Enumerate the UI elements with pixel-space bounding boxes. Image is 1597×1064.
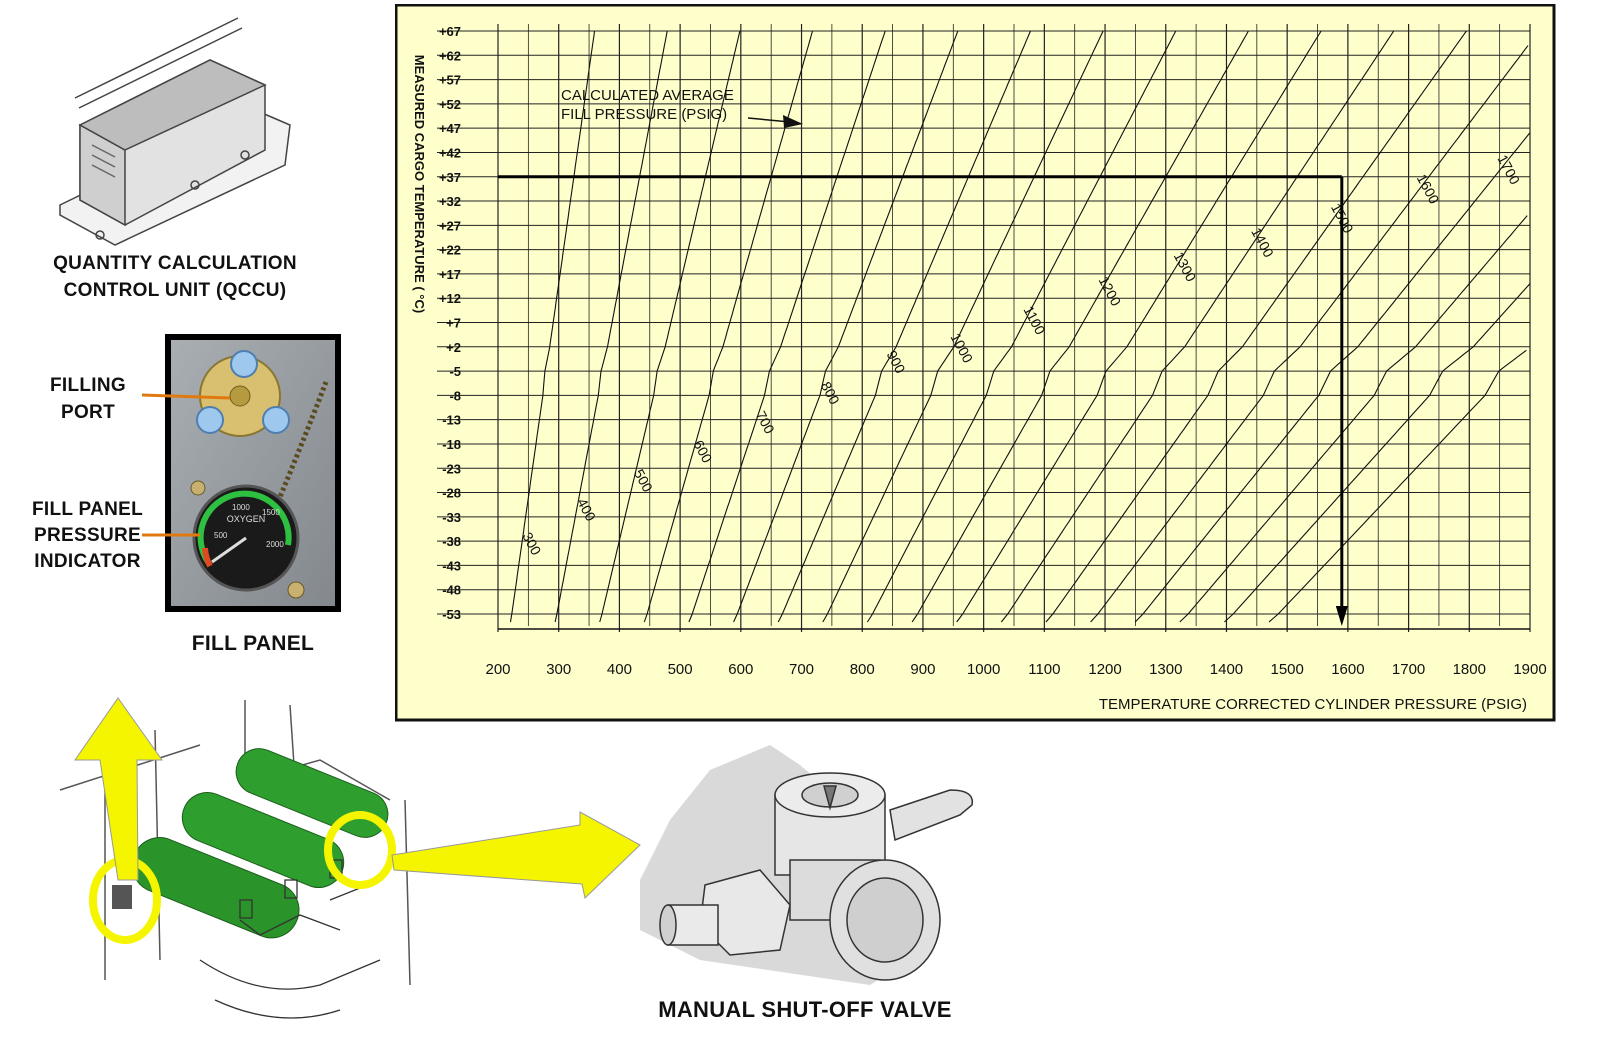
x-tick-label: 500 [668,661,693,678]
annotation-line: CALCULATED AVERAGE [561,87,734,104]
y-tick-label: -53 [442,607,461,622]
fill-pressure-curve [1134,132,1531,623]
gauge-tick-label: 1000 [232,503,250,512]
chart-grid [437,24,1531,632]
filling-port-leader [141,393,231,400]
y-tick-label: +57 [439,73,461,88]
gauge-label: OXYGEN [227,514,266,524]
x-tick-label: 400 [607,661,632,678]
fill-pressure-curve [866,30,1177,623]
x-tick-label: 1800 [1453,661,1486,678]
y-tick-label: +2 [446,340,461,355]
y-tick-label: +37 [439,170,461,185]
x-tick-label: 1100 [1028,661,1060,678]
pressure-indicator-label: FILL PANEL PRESSURE INDICATOR [0,497,175,575]
fill-pressure-curve [554,30,668,623]
y-tick-label: +62 [439,48,461,63]
y-tick-label: +17 [439,267,461,282]
y-tick-label: -13 [442,413,461,428]
y-tick-label: +52 [439,97,461,112]
qccu-label-line: CONTROL UNIT (QCCU) [63,280,287,301]
y-tick-label: -23 [442,461,461,476]
y-tick-label: -8 [449,388,461,403]
y-tick-label: -28 [442,486,461,501]
y-axis-label: MEASURED CARGO TEMPERATURE ( °C) [412,55,427,313]
fill-pressure-curve [822,30,1104,623]
y-tick-label: +42 [439,145,461,160]
manual-shut-off-valve [640,745,974,985]
x-axis-label: TEMPERATURE CORRECTED CYLINDER PRESSURE … [1099,696,1527,713]
pressure-indicator-label-line: FILL PANEL [31,499,144,520]
fill-pressure-curve [1224,283,1531,623]
annotation-arrow [747,117,791,123]
right-arrow-icon [391,811,641,899]
x-tick-label: 1900 [1513,661,1546,678]
y-tick-label: +22 [439,243,461,258]
valve-label: MANUAL SHUT-OFF VALVE [658,997,952,1022]
pressure-indicator-label-line: PRESSURE [34,525,141,546]
fill-pressure-curve [956,30,1322,623]
gauge-tick-label: 1500 [262,508,280,517]
oxygen-cylinder-assembly [59,697,641,1019]
y-tick-label: -48 [442,583,461,598]
fill-pressure-curve [733,30,959,623]
x-tick-labels: 200 300 400 500 600 700 800 900 1000 1100 1200 1300… [485,661,1546,678]
y-tick-label: +7 [446,316,461,331]
qccu-unit [59,17,291,246]
pressure-indicator-label-line: INDICATOR [34,551,141,572]
up-arrow-icon [74,697,163,881]
fill-pressure-curve [1000,30,1395,623]
filling-port-label-line: PORT [61,402,115,423]
fill-pressure-curve [777,30,1032,623]
x-tick-label: 1700 [1392,661,1425,678]
x-tick-label: 1400 [1210,661,1243,678]
pressure-temperature-chart: +67 +62 +57 +52 +47 +42 +37 +32 +27 +22 +17 +12 +7 +2… [395,4,1556,722]
y-tick-label: -33 [442,510,461,525]
fill-pressure-curve [1045,30,1467,623]
gauge-tick-label: 2000 [266,540,284,549]
y-tick-label: +32 [439,194,461,209]
filling-port-label: FILLING PORT [28,372,148,426]
y-tick-label: -5 [449,364,461,379]
fill-pressure-curves [509,30,1531,623]
x-tick-label: 1300 [1149,661,1182,678]
x-tick-label: 300 [546,661,571,678]
y-tick-label: -43 [442,558,461,573]
fill-panel-photo: OXYGEN 500 1000 1500 2000 [165,334,341,612]
x-tick-label: 600 [728,661,753,678]
y-tick-label: +27 [439,218,461,233]
fill-pressure-curve [643,30,814,623]
x-tick-label: 700 [789,661,814,678]
fill-pressure-curve [509,30,596,623]
fill-pressure-curve [599,30,741,623]
fill-pressure-curve [1179,215,1528,623]
annotation-arrowhead [783,115,803,128]
fill-pressure-curve [1090,45,1529,623]
x-tick-label: 800 [850,661,875,678]
fill-panel-label: FILL PANEL [191,632,315,655]
qccu-label-line: QUANTITY CALCULATION [53,253,297,274]
y-tick-label: -18 [442,437,461,452]
y-tick-label: -38 [442,534,461,549]
x-tick-label: 900 [910,661,935,678]
y-tick-labels: +67 +62 +57 +52 +47 +42 +37 +32 +27 +22 +17 +12 +7 +2… [439,24,461,622]
x-tick-label: 1500 [1270,661,1303,678]
gauge-tick-label: 500 [214,531,228,540]
filling-port-label-line: FILLING [50,375,126,396]
fill-pressure-curve [1268,349,1527,623]
x-tick-label: 200 [485,661,510,678]
x-tick-label: 1000 [967,661,1000,678]
example-path [498,175,1348,626]
fill-pressure-curve [688,30,886,623]
fill-pressure-curve [911,30,1249,623]
example-arrowhead [1335,606,1348,626]
annotation-line: FILL PRESSURE (PSIG) [561,106,727,123]
qccu-label: QUANTITY CALCULATION CONTROL UNIT (QCCU) [20,250,330,304]
x-tick-label: 1600 [1331,661,1364,678]
y-tick-label: +12 [439,291,461,306]
y-tick-label: +47 [439,121,461,136]
y-tick-label: +67 [439,24,461,39]
x-tick-label: 1200 [1088,661,1121,678]
